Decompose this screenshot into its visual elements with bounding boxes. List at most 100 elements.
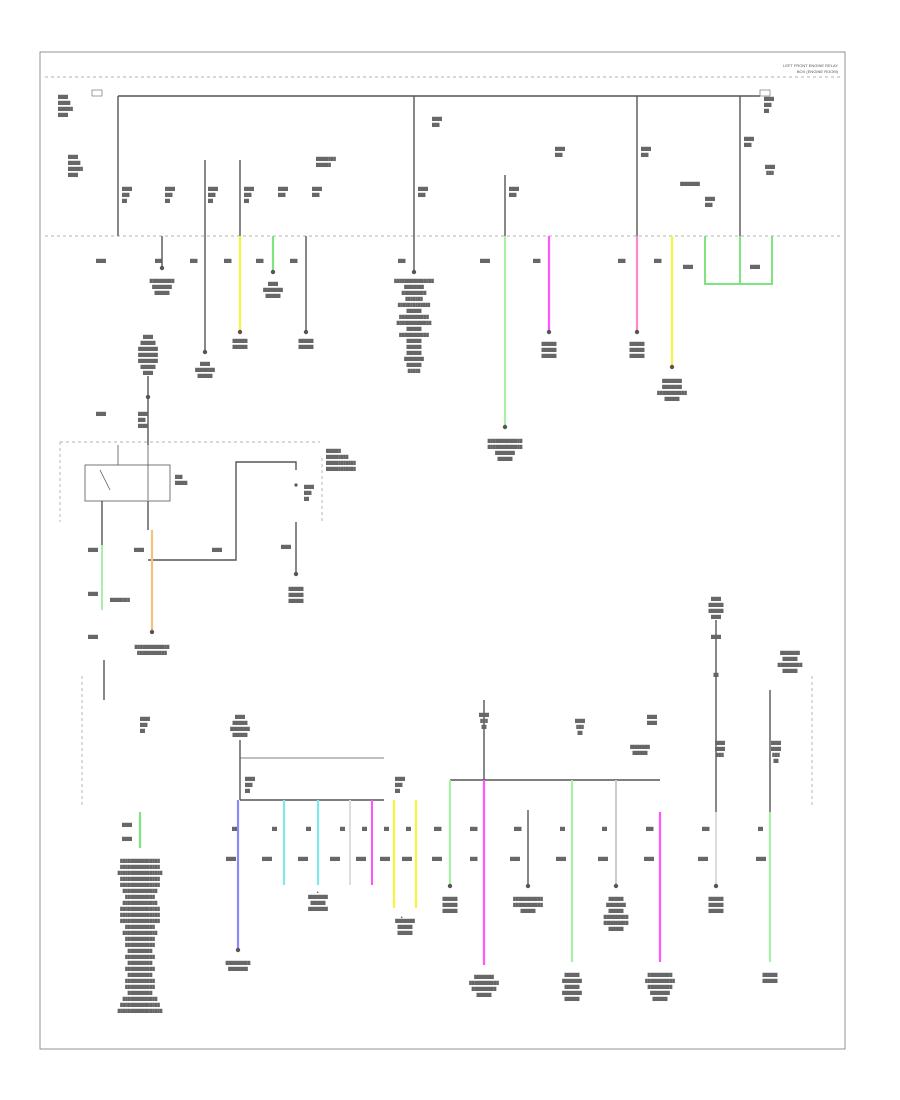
svg-text:██████: ██████ [141,340,156,346]
svg-text:████████: ████████ [316,156,336,162]
svg-text:██████████: ██████████ [128,990,153,996]
svg-text:██████████: ██████████ [472,986,497,992]
relay-out-labels: ████████████ ████████████ ████ [88,547,222,640]
svg-text:████████████: ████████████ [125,954,155,960]
svg-text:████████: ████████ [308,894,328,900]
svg-text:████: ████ [138,423,148,429]
svg-text:████: ████ [765,164,775,170]
svg-text:██████: ██████ [398,930,413,936]
svg-text:██: ██ [304,496,309,502]
svg-text:████: ████ [88,547,98,553]
svg-text:█████: █████ [58,100,71,106]
lower-component-labels: ██████████████████ █████████████████████… [226,596,803,1002]
svg-text:███: ███ [716,752,724,758]
wire-green-loop [704,236,773,285]
svg-text:██████: ██████ [407,362,422,368]
svg-text:██: ██ [406,826,411,832]
svg-text:████: ████ [226,856,236,862]
svg-text:██████████: ██████████ [648,984,673,990]
svg-text:██████: ██████ [542,341,557,347]
svg-text:████: ████ [281,544,291,550]
lower-bus-fuse: █████████ █████████ [245,776,405,794]
svg-text:████: ████ [598,856,608,862]
svg-text:██████: ██████ [289,586,304,592]
svg-text:████: ████ [715,740,725,746]
svg-text:████: ████ [575,718,585,724]
svg-text:██████: ██████ [521,908,536,914]
svg-text:████: ████ [644,856,654,862]
svg-text:███: ███ [190,258,198,264]
relay-out-component: ██████████████████████████ [135,644,170,656]
svg-text:████: ████ [244,186,254,192]
svg-text:██████████████: ██████████████ [123,900,158,906]
svg-text:█████████: █████████ [326,454,349,460]
svg-text:██████: ██████ [542,353,557,359]
svg-text:██: ██ [306,826,311,832]
svg-text:███: ███ [618,258,626,264]
connector-codes-row1: ████ ███ ███ ███ ███ ███ ███ ████ ███ ██… [96,258,760,270]
lower-left-component-list: ████████████████ ████████████████ ██████… [118,858,163,1014]
svg-text:██████: ██████ [709,908,724,914]
connector-dot-9 [634,329,640,335]
connector-dot-14 [235,947,241,953]
relay-in-labels: ████ ███████████ [96,411,148,429]
svg-text:████████████: ████████████ [125,936,155,942]
svg-text:██████████████: ██████████████ [123,930,158,936]
lower-connector-codes: ██████ ██████ ██████ ██████ ██████ █████… [226,826,766,862]
svg-text:████: ████ [268,281,278,287]
svg-text:████████████: ████████████ [645,978,675,984]
svg-text:████████████: ████████████ [125,924,155,930]
svg-text:████: ████ [68,172,78,178]
svg-text:████: ████ [298,856,308,862]
relay-ground-wire [148,490,237,561]
svg-text:████████: ████████ [138,346,158,352]
svg-text:██████: ██████ [565,984,580,990]
svg-text:████: ████ [165,186,175,192]
svg-text:████: ████ [58,112,68,118]
svg-text:██████████: ██████████ [648,972,673,978]
svg-text:████████████: ████████████ [125,966,155,972]
svg-text:███: ███ [290,258,298,264]
svg-text:███: ███ [224,258,232,264]
svg-text:██: ██ [232,826,237,832]
svg-text:██████████: ██████████ [128,972,153,978]
svg-text:███: ███ [764,102,772,108]
svg-text:████: ████ [711,596,721,602]
svg-text:████████: ████████ [138,358,158,364]
svg-text:███: ███ [140,722,148,728]
svg-text:████████: ████████ [680,181,700,187]
svg-text:████████: ████████ [230,726,250,732]
svg-text:████████████: ████████████ [326,466,356,472]
svg-text:████████: ████████ [404,356,424,362]
svg-text:██: ██ [165,198,170,204]
svg-text:████: ████ [647,714,657,720]
svg-text:██: ██ [362,826,367,832]
svg-text:██: ██ [395,788,400,794]
connector-dot-1 [159,265,165,271]
svg-text:██████: ██████ [443,896,458,902]
svg-text:████████████████: ████████████████ [120,1002,160,1008]
svg-text:████: ████ [200,361,210,367]
svg-text:███: ███ [576,724,584,730]
svg-text:███: ███ [244,192,252,198]
svg-text:████: ████ [58,94,68,100]
svg-text:████: ████ [555,146,565,152]
top-left-labels: ████ █████ ██████ ████ ████ █████ ██████… [58,94,83,178]
svg-text:████: ████ [143,334,153,340]
svg-text:███: ███ [744,142,752,148]
svg-text:███: ███ [278,192,286,198]
svg-text:████████████████: ████████████████ [120,906,160,912]
bottom-mark-1: ▲ [316,890,319,894]
svg-text:████████: ████████ [562,978,582,984]
svg-text:██: ██ [122,198,127,204]
connector-dot-16 [525,883,531,889]
svg-text:██████: ██████ [630,347,645,353]
svg-text:████████████: ████████████ [125,942,155,948]
svg-text:██████: ██████ [542,347,557,353]
svg-text:████: ████ [96,411,106,417]
svg-text:██: ██ [272,826,277,832]
svg-text:████████: ████████ [606,902,626,908]
svg-text:████: ████ [212,547,222,553]
svg-text:██: ██ [208,198,213,204]
lower-middle-source: ████████████████████████ [230,714,250,738]
